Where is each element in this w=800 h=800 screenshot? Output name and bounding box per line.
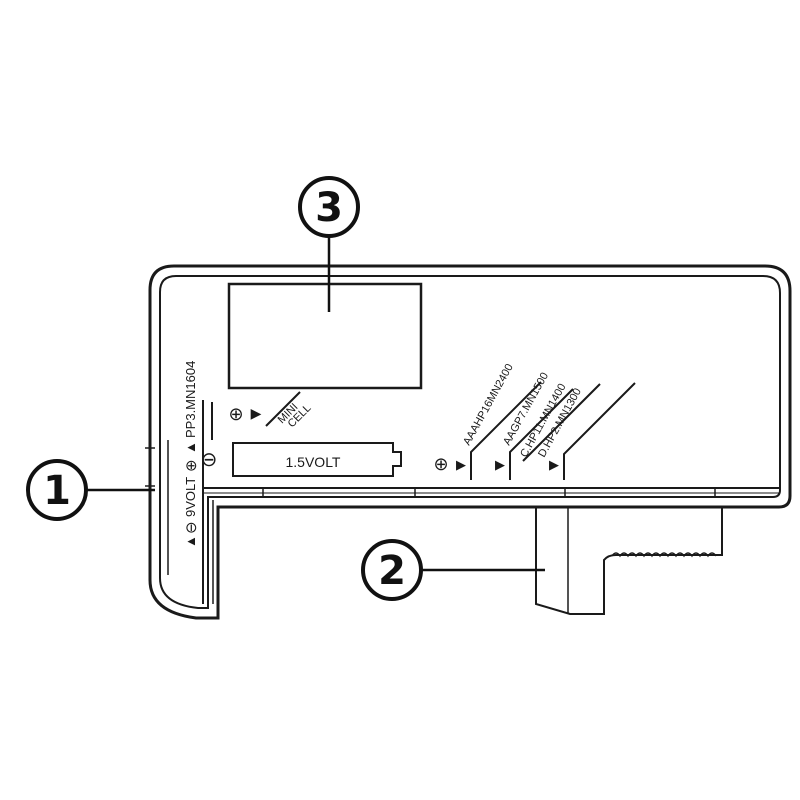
minus-symbol: ⊖ <box>201 449 218 471</box>
side-minus: ⊖ <box>183 521 200 534</box>
mini-cell-marking: ⊕ ▶ MINI CELL <box>228 391 314 430</box>
slider-grip <box>611 552 717 558</box>
slot-markings: ⊕ ▶ AAAHP16MN2400 ▶ AAGP7.MN1500 C.HP11.… <box>433 362 636 480</box>
callout-3-number: 3 <box>315 185 343 231</box>
cell-label: 1.5VOLT <box>286 454 341 470</box>
side-arrow-2: ▲ <box>183 441 198 454</box>
callout-1: 1 <box>26 459 155 521</box>
slot-plus-symbol: ⊕ <box>433 454 448 474</box>
mini-cell-line <box>265 391 301 427</box>
side-9volt: 9VOLT <box>183 477 198 517</box>
callout-1-number: 1 <box>43 468 71 514</box>
side-label: ▲ ⊖ 9VOLT ⊕ ▲ PP3.MN1604 <box>183 361 200 548</box>
housing-outline-inner <box>159 275 781 609</box>
side-plus: ⊕ <box>183 459 200 472</box>
slot-aa-line <box>509 388 574 480</box>
side-pp3-label: PP3.MN1604 <box>183 361 198 438</box>
housing <box>145 264 792 620</box>
slot-c-line <box>522 383 601 462</box>
cell-slot: 1.5VOLT <box>232 442 402 477</box>
arrow-symbol: ▶ <box>251 405 262 421</box>
slider-body <box>535 507 723 615</box>
slot-d-arrow: ▶ <box>549 457 559 472</box>
plus-symbol: ⊕ <box>228 404 243 424</box>
slider-handle <box>535 507 723 615</box>
slot-aaa-line <box>470 381 542 480</box>
slot-aa-arrow: ▶ <box>495 457 505 472</box>
housing-outline-outer <box>148 264 792 620</box>
slot-aaa-arrow: ▶ <box>456 457 466 472</box>
callout-3: 3 <box>298 176 360 312</box>
meter-window <box>227 282 423 390</box>
callout-2: 2 <box>361 539 545 601</box>
slot-d-line <box>563 382 636 480</box>
callout-2-number: 2 <box>378 548 406 594</box>
side-arrow-1: ▲ <box>183 535 198 548</box>
cell-outline <box>232 442 402 477</box>
